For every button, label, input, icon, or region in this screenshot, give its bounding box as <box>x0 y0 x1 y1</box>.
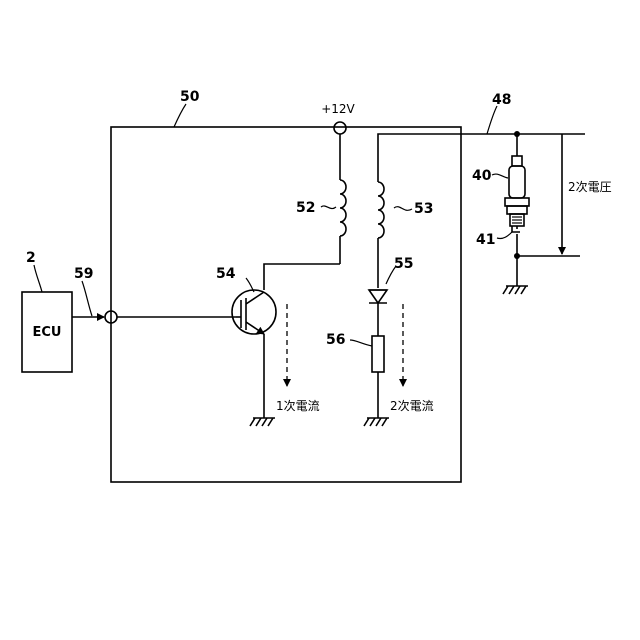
supply-terminal-circle <box>334 122 346 134</box>
enclosure-box <box>111 127 461 482</box>
resistor-leader <box>350 340 372 346</box>
transistor: 54 <box>216 266 276 334</box>
secondary-coil: 53 <box>378 182 433 288</box>
ignition-device-enclosure: 50 <box>111 89 461 482</box>
primary-coil-leader <box>321 206 336 209</box>
primary-coil-winding <box>340 180 346 236</box>
resistor-body <box>372 336 384 372</box>
plug-insulator <box>509 166 525 198</box>
diode: 55 <box>369 256 413 336</box>
primary-coil: 52 <box>296 180 346 264</box>
ecu-ref: 2 <box>26 250 36 266</box>
secondary-line-ref: 48 <box>492 92 511 108</box>
plug-electrode-ref: 41 <box>476 232 495 248</box>
plug-ground-electrode <box>512 226 520 232</box>
secondary-coil-winding <box>378 182 384 238</box>
ground-symbol-secondary <box>364 418 389 426</box>
resistor-ref: 56 <box>326 332 345 348</box>
ecu-block: ECU 2 <box>22 250 72 372</box>
input-ref: 59 <box>74 266 93 282</box>
emitter-lead <box>246 322 264 334</box>
collector-lead <box>246 292 264 304</box>
secondary-voltage-label: 2次電圧 <box>568 180 612 194</box>
secondary-current-label: 2次電流 <box>390 399 434 413</box>
secondary-coil-leader <box>394 207 412 211</box>
plug-hex-upper <box>505 198 529 206</box>
resistor: 56 <box>326 332 384 418</box>
secondary-coil-ref: 53 <box>414 201 433 217</box>
plug-leader <box>492 174 508 178</box>
secondary-voltage-indicator: 2次電圧 <box>517 134 612 256</box>
collector-wire <box>264 264 340 290</box>
ground-symbol-plug <box>503 286 528 294</box>
plug-ref: 40 <box>472 168 492 184</box>
plug-hex-lower <box>507 206 527 214</box>
diode-triangle <box>369 290 387 303</box>
spark-plug: 40 41 <box>472 131 529 286</box>
input-terminal <box>105 311 236 323</box>
ecu-leader <box>34 265 42 292</box>
plug-terminal-nut <box>512 156 522 166</box>
supply-node: +12V <box>321 102 355 180</box>
input-leader <box>82 281 92 316</box>
primary-coil-ref: 52 <box>296 200 315 216</box>
supply-label: +12V <box>321 102 355 116</box>
plug-electrode-leader <box>497 232 512 239</box>
ground-symbol-primary <box>250 418 275 426</box>
diode-ref: 55 <box>394 256 413 272</box>
secondary-line-leader <box>487 106 497 134</box>
primary-current-label: 1次電流 <box>276 399 320 413</box>
ecu-label: ECU <box>33 325 62 340</box>
enclosure-leader <box>174 104 186 127</box>
input-line: 59 <box>72 266 104 317</box>
transistor-ref: 54 <box>216 266 236 282</box>
enclosure-ref: 50 <box>180 89 200 105</box>
